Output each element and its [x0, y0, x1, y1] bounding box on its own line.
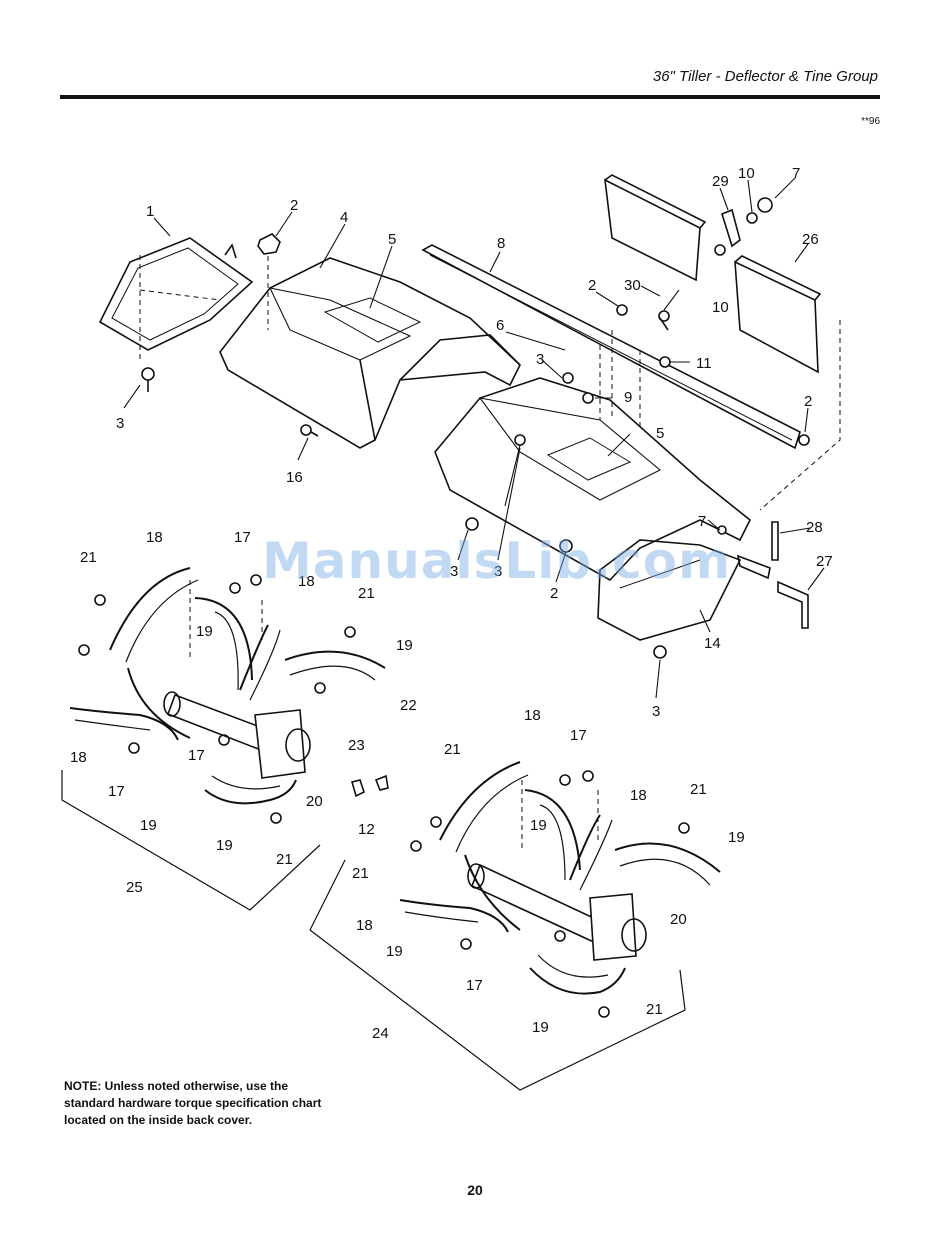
callout-21: 21 [276, 851, 293, 868]
callout-20: 20 [670, 911, 687, 928]
callout-19: 19 [728, 829, 745, 846]
callout-19: 19 [386, 943, 403, 960]
callout-labels: 1 2 4 5 8 2 30 29 10 7 26 10 6 11 3 9 2 … [70, 165, 833, 1042]
left-deflector-housing [219, 257, 521, 449]
callout-18: 18 [630, 787, 647, 804]
page-title: 36" Tiller - Deflector & Tine Group [652, 68, 878, 85]
callout-17: 17 [108, 783, 125, 800]
callout-3: 3 [450, 563, 458, 580]
callout-17: 17 [188, 747, 205, 764]
callout-21: 21 [646, 1001, 663, 1018]
callout-3: 3 [536, 351, 544, 368]
callout-3: 3 [116, 415, 124, 432]
callout-17: 17 [570, 727, 587, 744]
callout-19: 19 [216, 837, 233, 854]
callout-20: 20 [306, 793, 323, 810]
callout-14: 14 [704, 635, 721, 652]
callout-6: 6 [496, 317, 504, 334]
callout-3: 3 [494, 563, 502, 580]
callout-17: 17 [466, 977, 483, 994]
tine-assembly-right [309, 761, 721, 1091]
alignment-dashed-lines [139, 255, 841, 850]
header-rule [60, 95, 880, 99]
callout-18: 18 [356, 917, 373, 934]
callout-12: 12 [358, 821, 375, 838]
callout-21: 21 [358, 585, 375, 602]
callout-2: 2 [804, 393, 812, 410]
right-deflector-housing [434, 377, 771, 641]
callout-18: 18 [70, 749, 87, 766]
callout-21: 21 [80, 549, 97, 566]
callout-24: 24 [372, 1025, 389, 1042]
callout-7: 7 [698, 513, 706, 530]
document-code: **96 [861, 116, 880, 127]
callout-19: 19 [530, 817, 547, 834]
callout-2: 2 [588, 277, 596, 294]
callout-5: 5 [656, 425, 664, 442]
callout-11: 11 [696, 355, 712, 372]
callout-21: 21 [690, 781, 707, 798]
callout-10: 10 [712, 299, 729, 316]
callout-19: 19 [396, 637, 413, 654]
callout-21: 21 [444, 741, 461, 758]
callout-8: 8 [497, 235, 505, 252]
hardware-fasteners [78, 197, 810, 1018]
deflector-plate-part [98, 237, 254, 351]
callout-5: 5 [388, 231, 396, 248]
callout-25: 25 [126, 879, 143, 896]
callout-21: 21 [352, 865, 369, 882]
callout-22: 22 [400, 697, 417, 714]
callout-27: 27 [816, 553, 833, 570]
callout-26: 26 [802, 231, 819, 248]
long-tine-bar [421, 244, 801, 450]
rear-shield-panels [604, 174, 822, 374]
callout-1: 1 [146, 203, 154, 220]
callout-23: 23 [348, 737, 365, 754]
callout-18: 18 [524, 707, 541, 724]
callout-3: 3 [652, 703, 660, 720]
callout-19: 19 [196, 623, 213, 640]
callout-16: 16 [286, 469, 303, 486]
tine-assembly-left [61, 567, 386, 911]
callout-10: 10 [738, 165, 755, 182]
callout-9: 9 [624, 389, 632, 406]
callout-4: 4 [340, 209, 348, 226]
watermark: ManualsLib.com [262, 532, 732, 590]
callout-17: 17 [234, 529, 251, 546]
callout-29: 29 [712, 173, 729, 190]
callout-30: 30 [624, 277, 641, 294]
callout-leader-lines [123, 177, 825, 699]
callout-2: 2 [290, 197, 298, 214]
torque-note: NOTE: Unless noted otherwise, use the st… [64, 1079, 322, 1127]
page-number: 20 [467, 1182, 483, 1198]
callout-28: 28 [806, 519, 823, 536]
callout-2: 2 [550, 585, 558, 602]
callout-18: 18 [146, 529, 163, 546]
callout-19: 19 [140, 817, 157, 834]
callout-18: 18 [298, 573, 315, 590]
callout-19: 19 [532, 1019, 549, 1036]
callout-7: 7 [792, 165, 800, 182]
